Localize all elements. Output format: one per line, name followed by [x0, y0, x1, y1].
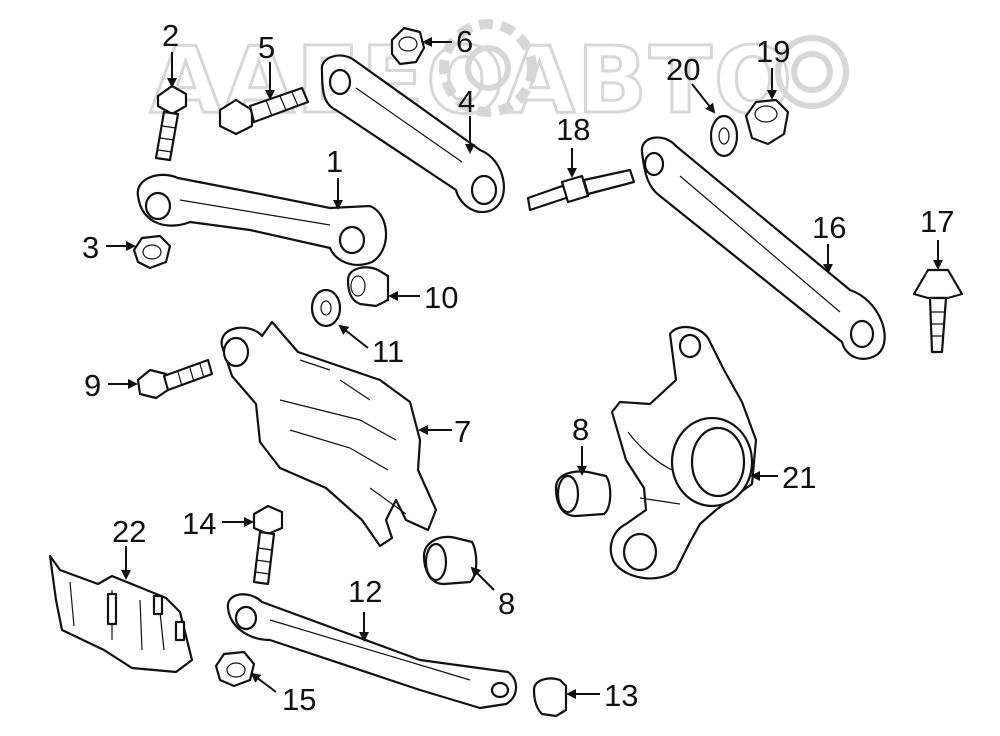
- bolt-14: [252, 504, 284, 586]
- nut-10: [346, 266, 390, 308]
- wheel-carrier-21: [609, 325, 758, 580]
- watermark-ring-icon: [775, 35, 849, 109]
- callout-16: 16: [812, 210, 846, 245]
- control-arm-1: [136, 173, 388, 266]
- callout-1: 1: [326, 144, 343, 179]
- link-arm-4: [320, 54, 505, 213]
- washer-20: [709, 114, 739, 158]
- callout-17: 17: [920, 204, 954, 239]
- bolt-5: [218, 86, 310, 136]
- bushing-8b: [422, 535, 478, 586]
- link-arm-16: [640, 136, 886, 360]
- callout-10: 10: [424, 280, 458, 315]
- bolt-9: [136, 358, 214, 400]
- callout-5: 5: [258, 30, 275, 65]
- nut-6: [390, 26, 426, 66]
- leader-lines: [106, 37, 943, 699]
- callout-18: 18: [556, 112, 590, 147]
- callout-15: 15: [282, 682, 316, 717]
- callout-20: 20: [666, 52, 700, 87]
- callout-8a: 8: [572, 412, 589, 447]
- carrier-7: [220, 320, 438, 548]
- pin-18: [526, 168, 636, 212]
- callout-2: 2: [162, 18, 179, 53]
- nut-19: [744, 98, 790, 146]
- callout-labels: 1 2 3 4 5 6 7 8 8 9 10 11 12 13 14 15 16…: [82, 18, 954, 717]
- lower-arm-12: [226, 593, 518, 710]
- callout-3: 3: [82, 230, 99, 265]
- callout-9: 9: [84, 368, 101, 403]
- callout-12: 12: [348, 574, 382, 609]
- callout-22: 22: [112, 514, 146, 549]
- callout-7: 7: [454, 414, 471, 449]
- bolt-17: [912, 268, 964, 354]
- washer-11: [310, 288, 342, 328]
- callout-4: 4: [458, 84, 475, 119]
- callout-8b: 8: [498, 586, 515, 621]
- callout-11: 11: [372, 334, 404, 369]
- nut-13: [532, 677, 568, 718]
- bushing-8a: [554, 470, 612, 518]
- callout-19: 19: [756, 34, 790, 69]
- callout-13: 13: [604, 678, 638, 713]
- watermark-gear-icon: [439, 19, 537, 117]
- callout-6: 6: [456, 24, 473, 59]
- nut-15: [214, 650, 256, 688]
- callout-21: 21: [782, 460, 816, 495]
- bracket-22: [48, 554, 194, 674]
- callout-14: 14: [182, 506, 216, 541]
- nut-3: [132, 234, 172, 270]
